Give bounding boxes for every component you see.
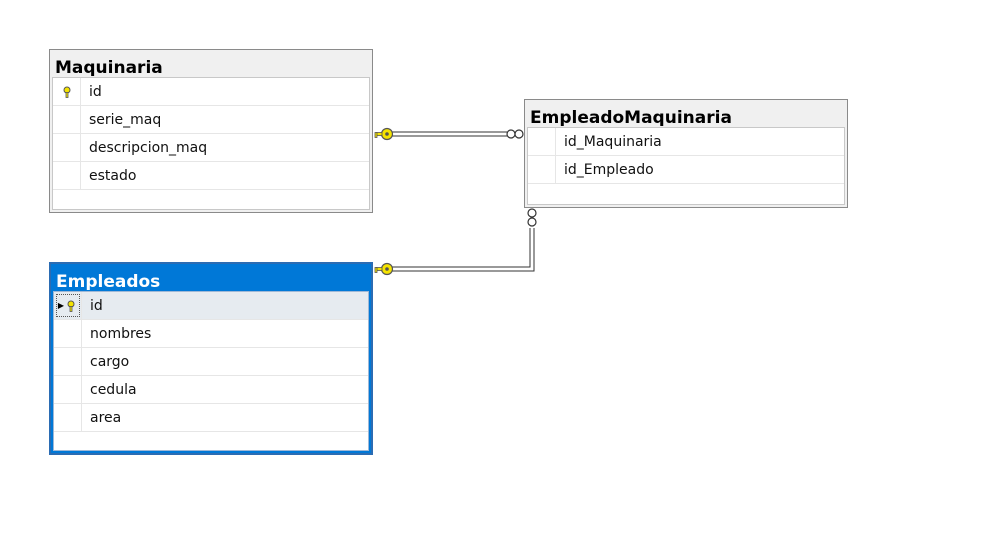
- column-row[interactable]: serie_maq: [53, 106, 369, 134]
- row-selector[interactable]: [54, 404, 82, 431]
- column-name: id: [89, 83, 102, 100]
- current-row-arrow-icon: ▶: [57, 300, 65, 310]
- column-name: id_Empleado: [564, 161, 654, 178]
- row-selector[interactable]: [53, 162, 81, 189]
- column-row[interactable]: nombres: [54, 320, 368, 348]
- row-selector[interactable]: [53, 134, 81, 161]
- row-selector[interactable]: [53, 78, 81, 105]
- row-selector[interactable]: [54, 376, 82, 403]
- column-row[interactable]: ▶ id: [54, 292, 368, 320]
- table-title[interactable]: Maquinaria: [55, 58, 163, 76]
- column-row[interactable]: estado: [53, 162, 369, 190]
- many-infinity-end-icon: [527, 208, 537, 227]
- table-title[interactable]: EmpleadoMaquinaria: [530, 108, 732, 126]
- relationship-empleados-empleadomaquinaria[interactable]: [374, 208, 537, 276]
- row-selector[interactable]: [528, 156, 556, 183]
- primary-key-icon: [67, 300, 75, 312]
- column-name: cargo: [90, 353, 130, 370]
- column-row[interactable]: descripcion_maq: [53, 134, 369, 162]
- column-row[interactable]: id_Maquinaria: [528, 128, 844, 156]
- row-selector[interactable]: [54, 320, 82, 347]
- column-name: descripcion_maq: [89, 139, 208, 156]
- row-selector[interactable]: [54, 348, 82, 375]
- primary-key-icon: [63, 86, 70, 98]
- column-row[interactable]: id: [53, 78, 369, 106]
- table-empleadomaquinaria[interactable]: EmpleadoMaquinaria id_Maquinaria id_Empl…: [524, 99, 848, 208]
- column-name: area: [90, 409, 122, 426]
- column-name: id: [90, 297, 103, 314]
- column-grid: id serie_maq descripcion_maq estado: [52, 77, 370, 210]
- row-selector[interactable]: [528, 128, 556, 155]
- column-row[interactable]: cargo: [54, 348, 368, 376]
- column-row[interactable]: id_Empleado: [528, 156, 844, 184]
- table-empleados[interactable]: Empleados ▶ id nombres cargo: [49, 262, 373, 455]
- row-selector[interactable]: ▶: [54, 292, 82, 319]
- column-name: estado: [89, 167, 137, 184]
- many-infinity-end-icon: [506, 129, 524, 139]
- column-row[interactable]: cedula: [54, 376, 368, 404]
- column-name: id_Maquinaria: [564, 133, 662, 150]
- relationship-maquinaria-empleadomaquinaria[interactable]: [374, 127, 524, 141]
- column-name: serie_maq: [89, 111, 162, 128]
- column-grid: ▶ id nombres cargo cedula: [53, 291, 369, 451]
- column-grid: id_Maquinaria id_Empleado: [527, 127, 845, 205]
- column-name: cedula: [90, 381, 137, 398]
- row-selector[interactable]: [53, 106, 81, 133]
- table-title[interactable]: Empleados: [56, 272, 161, 290]
- column-name: nombres: [90, 325, 152, 342]
- one-key-end-icon: [374, 127, 394, 141]
- one-key-end-icon: [374, 262, 394, 276]
- column-row[interactable]: area: [54, 404, 368, 432]
- table-maquinaria[interactable]: Maquinaria id serie_maq descripcion_maq: [49, 49, 373, 213]
